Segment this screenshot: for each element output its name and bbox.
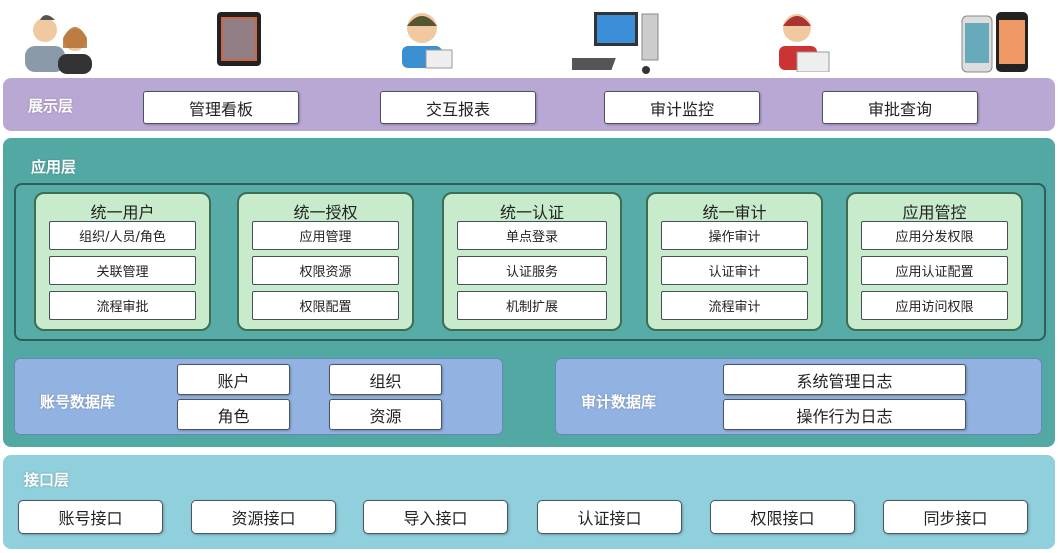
support-agent-icon <box>398 8 454 70</box>
module-card: 统一用户组织/人员/角色关联管理流程审批 <box>34 192 211 331</box>
module-title: 统一审计 <box>702 203 767 222</box>
module-card: 统一认证单点登录认证服务机制扩展 <box>442 192 622 331</box>
module-item[interactable]: 机制扩展 <box>457 291 607 320</box>
module-card: 统一授权应用管理权限资源权限配置 <box>237 192 414 331</box>
module-item[interactable]: 组织/人员/角色 <box>49 221 196 250</box>
module-title: 统一授权 <box>293 203 358 222</box>
layer-label: 展示层 <box>28 97 74 115</box>
db-label: 账号数据库 <box>40 393 116 411</box>
presentation-item[interactable]: 审计监控 <box>604 91 760 124</box>
db-item: 账户 <box>177 364 290 395</box>
interface-layer: 接口层 <box>3 455 1055 549</box>
db-label: 审计数据库 <box>581 393 657 411</box>
db-item: 组织 <box>329 364 442 395</box>
users-icon <box>20 8 95 76</box>
module-item[interactable]: 应用分发权限 <box>861 221 1008 250</box>
interface-item[interactable]: 资源接口 <box>191 500 336 534</box>
db-item: 角色 <box>177 399 290 430</box>
db-item: 操作行为日志 <box>723 399 966 430</box>
module-item[interactable]: 操作审计 <box>661 221 808 250</box>
layer-label: 接口层 <box>24 471 70 489</box>
db-item: 资源 <box>329 399 442 430</box>
module-card: 统一审计操作审计认证审计流程审计 <box>646 192 823 331</box>
desktop-computer-icon <box>555 8 664 76</box>
tablet-icon <box>215 8 263 68</box>
presentation-item[interactable]: 管理看板 <box>143 91 299 124</box>
smartphones-icon <box>958 8 1032 74</box>
module-item[interactable]: 流程审批 <box>49 291 196 320</box>
presentation-item[interactable]: 交互报表 <box>380 91 536 124</box>
module-item[interactable]: 认证审计 <box>661 256 808 285</box>
module-item[interactable]: 应用认证配置 <box>861 256 1008 285</box>
module-title: 统一用户 <box>90 203 155 222</box>
interface-item[interactable]: 认证接口 <box>537 500 682 534</box>
module-card: 应用管控应用分发权限应用认证配置应用访问权限 <box>846 192 1023 331</box>
layer-label: 应用层 <box>31 158 77 176</box>
module-title: 统一认证 <box>499 203 564 222</box>
module-item[interactable]: 应用访问权限 <box>861 291 1008 320</box>
module-item[interactable]: 单点登录 <box>457 221 607 250</box>
user-laptop-icon <box>775 8 831 73</box>
module-item[interactable]: 应用管理 <box>252 221 399 250</box>
presentation-item[interactable]: 审批查询 <box>822 91 978 124</box>
module-item[interactable]: 权限资源 <box>252 256 399 285</box>
interface-item[interactable]: 权限接口 <box>710 500 855 534</box>
module-title: 应用管控 <box>902 203 967 222</box>
module-item[interactable]: 流程审计 <box>661 291 808 320</box>
db-item: 系统管理日志 <box>723 364 966 395</box>
module-item[interactable]: 关联管理 <box>49 256 196 285</box>
module-item[interactable]: 权限配置 <box>252 291 399 320</box>
interface-item[interactable]: 同步接口 <box>883 500 1028 534</box>
module-item[interactable]: 认证服务 <box>457 256 607 285</box>
interface-item[interactable]: 账号接口 <box>18 500 163 534</box>
interface-item[interactable]: 导入接口 <box>363 500 508 534</box>
